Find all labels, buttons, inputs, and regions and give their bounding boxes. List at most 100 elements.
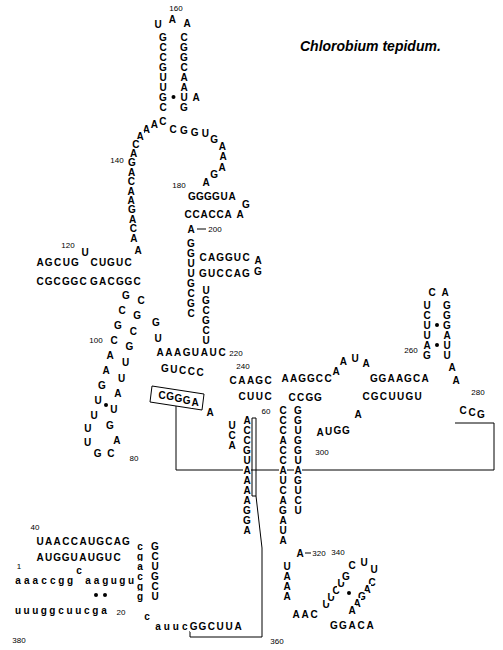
- nucleotide: G: [254, 266, 262, 277]
- position-number: 60: [262, 407, 271, 416]
- nucleotide: G: [180, 125, 188, 136]
- nucleotide-sequence: UAACCAUGCAG: [36, 536, 130, 547]
- nucleotide: G: [183, 347, 191, 358]
- nucleotide: g: [91, 605, 99, 616]
- nucleotide: A: [183, 18, 191, 29]
- nucleotide: U: [216, 621, 224, 632]
- nucleotide: C: [54, 257, 62, 268]
- nucleotide: C: [133, 276, 141, 287]
- nucleotide-sequence: GCGCAAGUU: [90, 290, 130, 421]
- nucleotide: C: [169, 124, 177, 135]
- nucleotide: g: [118, 575, 126, 586]
- nucleotide: C: [348, 560, 356, 571]
- nucleotide: A: [79, 536, 87, 547]
- nucleotide: C: [468, 407, 476, 418]
- nucleotide: A: [192, 92, 200, 103]
- nucleotide: A: [113, 536, 121, 547]
- nucleotide: u: [172, 621, 180, 632]
- nucleotide: C: [124, 257, 132, 268]
- nucleotide: U: [36, 536, 44, 547]
- nucleotide: u: [66, 605, 74, 616]
- nucleotide: G: [183, 395, 191, 406]
- nucleotide: c: [57, 605, 65, 616]
- nucleotide-sequence: GGUGGUAGUCU: [294, 405, 302, 516]
- nucleotide-sequence: c: [143, 611, 151, 622]
- position-number: 160: [169, 4, 182, 13]
- nucleotide: g: [57, 575, 65, 586]
- nucleotide: U: [201, 128, 209, 139]
- nucleotide: G: [62, 552, 70, 563]
- nucleotide: G: [204, 191, 212, 202]
- nucleotide: C: [264, 375, 272, 386]
- nucleotide: C: [207, 621, 215, 632]
- nucleotide: C: [238, 391, 246, 402]
- nucleotide: G: [314, 392, 322, 403]
- nucleotide: U: [116, 257, 124, 268]
- nucleotide-sequence: UCUUAG: [423, 300, 431, 361]
- nucleotide: C: [118, 305, 126, 316]
- nucleotide: G: [152, 317, 160, 328]
- nucleotide: U: [99, 257, 107, 268]
- nucleotide: A: [228, 191, 236, 202]
- nucleotide: g: [40, 605, 48, 616]
- nucleotide-sequence: GUCCC: [161, 363, 204, 378]
- tick-line: [197, 229, 206, 230]
- nucleotide: U: [122, 357, 130, 368]
- position-number: 140: [110, 156, 123, 165]
- nucleotide-sequence: c: [75, 565, 83, 576]
- nucleotide: a: [14, 575, 22, 586]
- nucleotide: G: [212, 191, 220, 202]
- nucleotide: G: [122, 290, 130, 301]
- nucleotide-sequence: CAAGC: [229, 375, 272, 386]
- pseudoknot-line: [190, 496, 262, 637]
- nucleotide: U: [154, 333, 162, 344]
- pseudoknot-line: [176, 406, 494, 470]
- nucleotide: G: [210, 134, 218, 145]
- nucleotide: G: [330, 620, 338, 631]
- nucleotide: C: [315, 373, 323, 384]
- nucleotide: G: [62, 276, 70, 287]
- nucleotide: A: [130, 233, 138, 244]
- nucleotide: A: [174, 347, 182, 358]
- nucleotide: g: [101, 575, 109, 586]
- nucleotide-sequence: AAGGCC: [281, 373, 332, 384]
- nucleotide-sequence: GGUUGCGC: [187, 238, 195, 319]
- nucleotide: C: [53, 276, 61, 287]
- nucleotide: G: [188, 191, 196, 202]
- nucleotide: C: [184, 209, 192, 220]
- nucleotide: C: [459, 405, 467, 416]
- nucleotide: A: [283, 591, 291, 602]
- nucleotide: G: [161, 363, 169, 374]
- nucleotide-sequence: AAC: [292, 609, 318, 620]
- nucleotide: U: [87, 552, 95, 563]
- nucleotide: U: [202, 335, 210, 346]
- nucleotide-sequence: CGCGUUAUG: [106, 295, 145, 431]
- nucleotide-sequence: GA: [236, 199, 250, 220]
- nucleotide: U: [62, 257, 70, 268]
- position-number: 360: [270, 637, 283, 646]
- nucleotide: G: [90, 276, 98, 287]
- nucleotide-sequence: CCGG: [288, 392, 322, 403]
- nucleotide: G: [94, 448, 102, 459]
- nucleotide: G: [122, 536, 130, 547]
- position-number: 40: [31, 523, 40, 532]
- nucleotide: A: [316, 427, 324, 438]
- nucleotide: C: [428, 287, 436, 298]
- nucleotide: U: [360, 557, 368, 568]
- nucleotide-sequence: GGGGUA: [188, 191, 236, 202]
- nucleotide: A: [206, 407, 214, 418]
- nucleotide: G: [477, 409, 485, 420]
- nucleotide: C: [362, 391, 370, 402]
- nucleotide-sequence: CAGAA: [348, 577, 376, 616]
- nucleotide: C: [159, 102, 167, 113]
- nucleotide: G: [423, 350, 431, 361]
- nucleotide: A: [36, 257, 44, 268]
- nucleotide: u: [23, 605, 31, 616]
- nucleotide: A: [332, 366, 340, 377]
- nucleotide: C: [379, 391, 387, 402]
- nucleotide: A: [448, 362, 456, 373]
- nucleotide-sequence: CGCGGC: [36, 276, 87, 287]
- nucleotide: a: [84, 575, 92, 586]
- nucleotide: U: [84, 437, 92, 448]
- nucleotide: U: [151, 591, 159, 602]
